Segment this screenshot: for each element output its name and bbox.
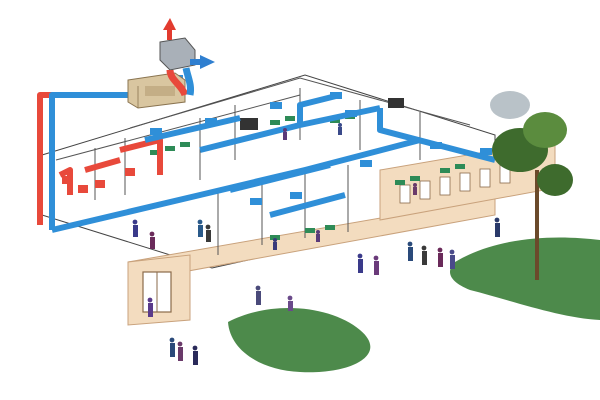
exhaust-arrow-icon [163,18,176,40]
chalkboards [240,98,404,130]
tree-icon [490,91,573,280]
exhaust-branches [62,168,135,193]
air-handling-unit-icon [127,72,186,109]
lawn-right [450,237,600,320]
person-icon [132,123,500,365]
right-wing-windows [399,164,511,204]
lawn-left [228,308,371,373]
intake-arrow-icon [190,55,215,69]
interior-walls [55,77,471,255]
supply-diffusers [150,92,492,205]
